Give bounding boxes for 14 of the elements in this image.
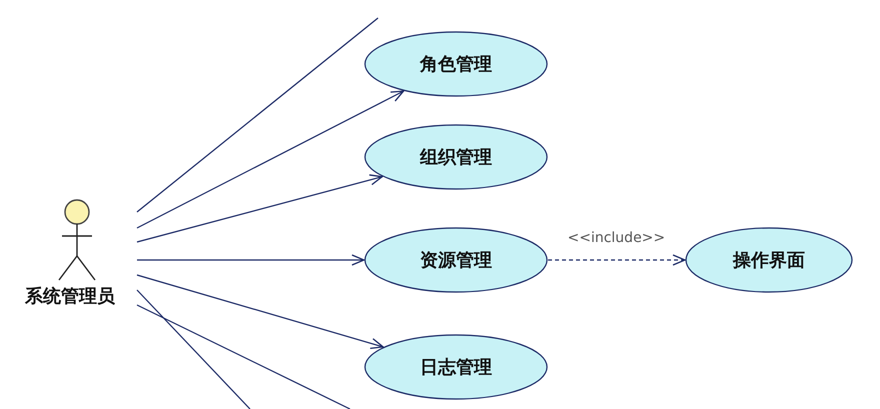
use-case-ellipse: 资源管理 bbox=[364, 227, 548, 293]
actor-name: 系统管理员 bbox=[25, 286, 115, 308]
association-line bbox=[136, 304, 350, 409]
use-case-ellipse: 操作界面 bbox=[685, 227, 853, 293]
association-arrow bbox=[136, 274, 384, 349]
association-arrow bbox=[136, 174, 383, 243]
use-case-ellipse: 角色管理 bbox=[364, 31, 548, 97]
use-case-ellipse: 组织管理 bbox=[364, 124, 548, 190]
association-line bbox=[136, 290, 250, 409]
association-line bbox=[136, 18, 378, 212]
association-arrow bbox=[136, 90, 404, 229]
association-arrow bbox=[137, 254, 365, 266]
use-case-ellipse: 日志管理 bbox=[364, 334, 548, 400]
dependency-arrow bbox=[548, 254, 686, 266]
